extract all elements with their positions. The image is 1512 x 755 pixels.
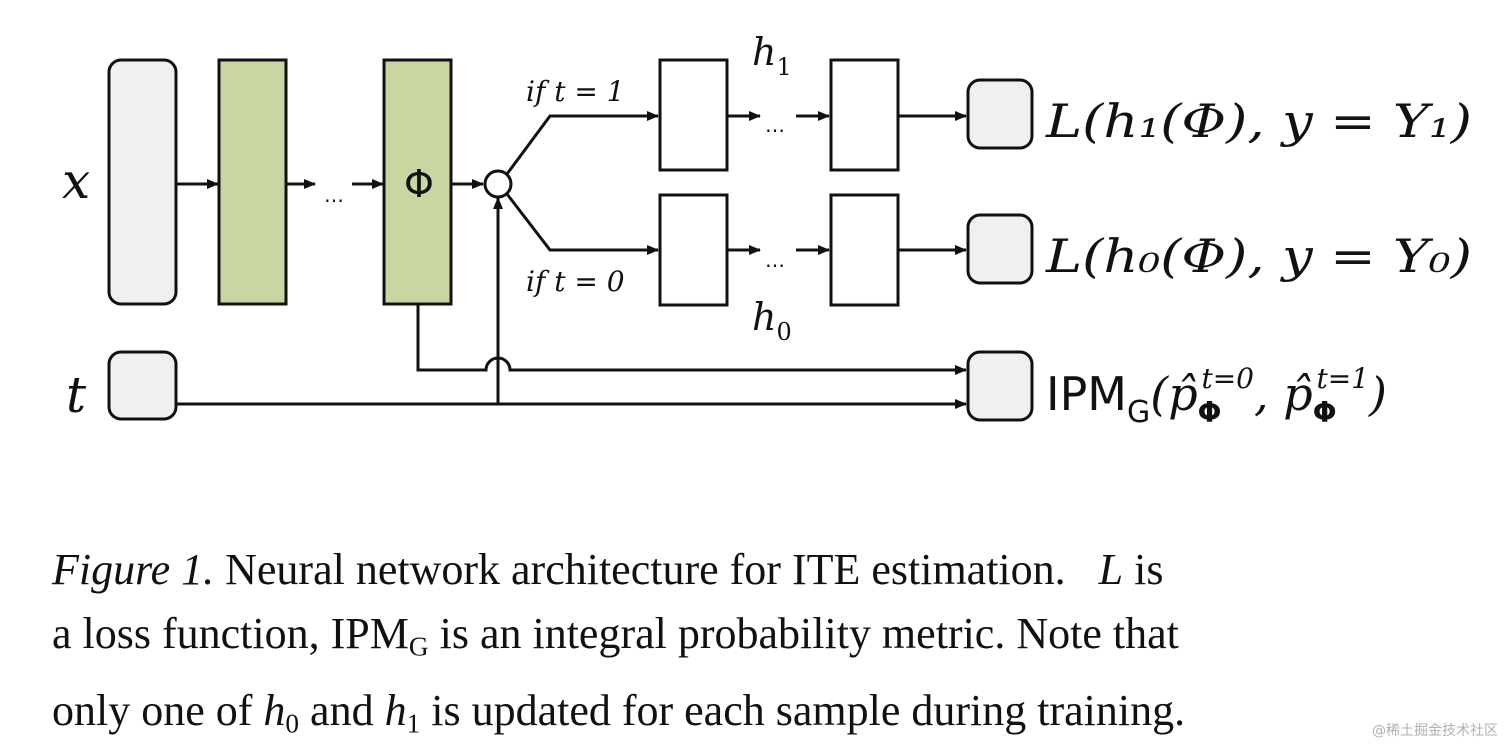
caption-line-3: only one of h0 and h1 is updated for eac… — [52, 679, 1502, 755]
hidden-layer-phi — [382, 58, 453, 306]
caption-and: and — [310, 685, 374, 735]
figure-caption: Figure 1. Neural network architecture fo… — [52, 538, 1502, 755]
head0-layer-first — [658, 193, 729, 307]
head0-layer-last — [829, 193, 900, 307]
caption-h0-sub: 0 — [285, 708, 300, 739]
caption-h1-sub: 1 — [406, 708, 421, 739]
branch-top-label: if t = 1 — [526, 75, 625, 108]
caption-line-2: a loss function, IPMG is an integral pro… — [52, 602, 1502, 679]
caption-line1-end: is — [1134, 545, 1164, 594]
hidden-layer-1 — [217, 58, 288, 306]
branch-bottom-label: if t = 0 — [526, 265, 625, 298]
caption-line2-b: is an integral probability metric. Note … — [439, 609, 1179, 658]
caption-h1: h — [384, 685, 407, 735]
caption-h0: h — [263, 685, 286, 735]
head1-label: h1 — [752, 30, 792, 81]
watermark: @稀土掘金技术社区 — [1372, 723, 1498, 739]
head1-layer-last — [829, 58, 900, 172]
branch-top — [505, 111, 659, 175]
branch-bottom — [505, 193, 659, 255]
input-x-label: x — [62, 152, 90, 210]
caption-line2-a: a loss function, IPM — [52, 609, 409, 658]
caption-line2-sub: G — [408, 631, 429, 662]
input-x-box — [107, 58, 178, 306]
ellipsis-head1: … — [765, 113, 785, 137]
phi-label: Φ — [404, 162, 434, 206]
caption-figure-label: Figure 1. — [52, 545, 215, 594]
caption-line3-b: is updated for each sample during traini… — [431, 685, 1186, 735]
ipm-box — [966, 350, 1034, 422]
head0-label: h0 — [752, 295, 792, 346]
loss-top-box — [966, 78, 1034, 150]
caption-line-1: Figure 1. Neural network architecture fo… — [52, 538, 1502, 602]
input-t-box — [107, 350, 178, 421]
ipm-label: IPMG(p̂Φt=0, p̂Φt=1) — [1046, 362, 1387, 430]
head1-layer-first — [658, 58, 729, 172]
loss-bottom-box — [966, 213, 1034, 285]
switch-node — [483, 169, 513, 199]
loss-bottom-label: L(h₀(Φ), y = Y₀) — [1045, 229, 1472, 283]
ellipsis-head0: … — [765, 248, 785, 272]
ellipsis-1: … — [324, 183, 344, 207]
phi-to-ipm-line — [416, 304, 967, 375]
caption-var-L: L — [1098, 545, 1124, 594]
caption-line3-a: only one of — [52, 685, 253, 735]
input-t-label: t — [66, 366, 87, 424]
caption-line1-text: Neural network architecture for ITE esti… — [225, 545, 1066, 594]
loss-top-label: L(h₁(Φ), y = Y₁) — [1045, 94, 1472, 148]
